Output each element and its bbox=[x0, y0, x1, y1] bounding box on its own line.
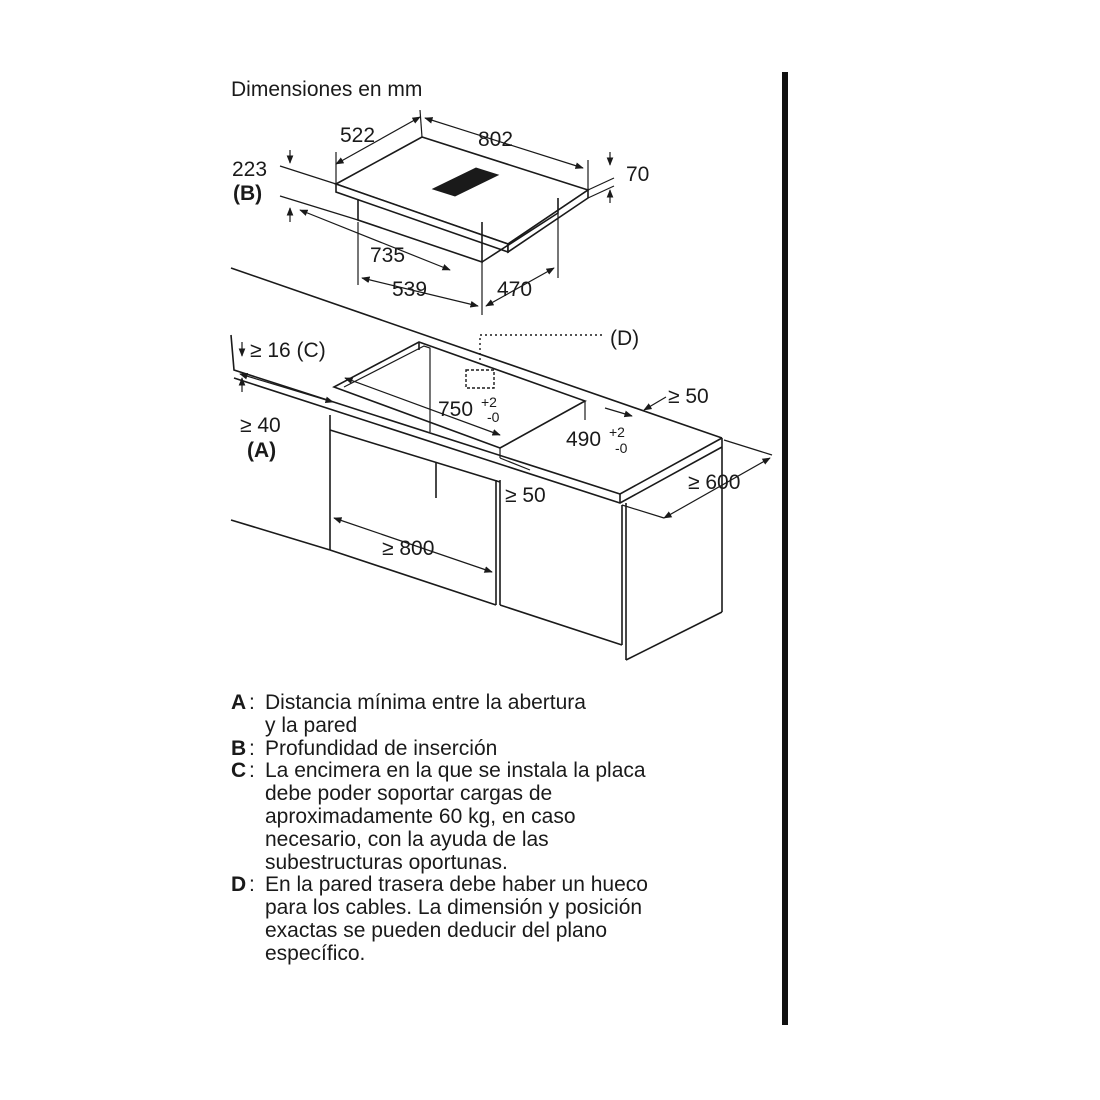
dim-depth-top: 522 bbox=[340, 124, 375, 147]
legend-item-c: C: La encimera en la que se instala la p… bbox=[231, 759, 791, 874]
dim-worktop-thickness: ≥ 16 (C) bbox=[250, 339, 326, 362]
legend: A: Distancia mínima entre la abertura y … bbox=[231, 691, 791, 966]
dim-worktop-depth: ≥ 600 bbox=[688, 471, 740, 494]
installation-diagram: Dimensiones en mm bbox=[230, 78, 773, 661]
legend-key: A bbox=[231, 691, 247, 714]
legend-item-d: D: En la pared trasera debe haber un hue… bbox=[231, 873, 791, 965]
dim-width-top: 802 bbox=[478, 128, 513, 151]
dim-cut-depth: 490 bbox=[566, 428, 601, 451]
dim-cut-depth-tol-minus: -0 bbox=[615, 440, 628, 456]
cable-hole-drawing bbox=[465, 334, 604, 389]
dim-front-clearance: ≥ 50 bbox=[505, 484, 546, 507]
legend-key: D bbox=[231, 873, 247, 897]
legend-text: Profundidad de inserción bbox=[265, 736, 498, 760]
dim-wall-key: (A) bbox=[247, 439, 276, 462]
dim-height: 70 bbox=[626, 163, 649, 186]
dim-insertion-key: (B) bbox=[233, 182, 262, 205]
dim-insertion-value: 223 bbox=[232, 158, 267, 181]
hob-body-side bbox=[481, 198, 559, 263]
dim-cut-width: 750 bbox=[438, 398, 473, 421]
dim-cable-label: (D) bbox=[610, 327, 639, 350]
dim-body-width: 735 bbox=[370, 244, 405, 267]
dim-cabinet-width: ≥ 800 bbox=[382, 537, 434, 560]
dim-cut-depth-tol-plus: +2 bbox=[609, 424, 625, 440]
hob-side-edge bbox=[507, 188, 589, 254]
dim-cut-width-tol-plus: +2 bbox=[481, 394, 497, 410]
legend-text: En la pared trasera debe haber un hueco … bbox=[265, 873, 648, 965]
legend-item-b: B: Profundidad de inserción bbox=[231, 736, 791, 761]
diagram-title: Dimensiones en mm bbox=[231, 78, 422, 101]
legend-text: La encimera en la que se instala la plac… bbox=[265, 759, 646, 874]
legend-text: Distancia mínima entre la abertura y la … bbox=[265, 691, 586, 737]
legend-key: B bbox=[231, 736, 247, 760]
dim-body-cut: 539 bbox=[392, 278, 427, 301]
dim-cut-width-tol-minus: -0 bbox=[487, 409, 500, 425]
legend-key: C bbox=[231, 759, 247, 783]
dim-wall-distance: ≥ 40 bbox=[240, 414, 281, 437]
worktop-dimension-lines bbox=[238, 342, 773, 573]
legend-item-a: A: Distancia mínima entre la abertura y … bbox=[231, 691, 791, 738]
extractor-slot bbox=[431, 167, 500, 197]
dim-body-depth: 470 bbox=[497, 278, 532, 301]
hob-dimension-lines bbox=[279, 109, 615, 315]
worktop-cabinet-drawing bbox=[230, 267, 723, 661]
dim-side-clearance: ≥ 50 bbox=[668, 385, 709, 408]
worktop-cutout bbox=[332, 341, 587, 449]
page-divider-rule bbox=[782, 72, 788, 1025]
